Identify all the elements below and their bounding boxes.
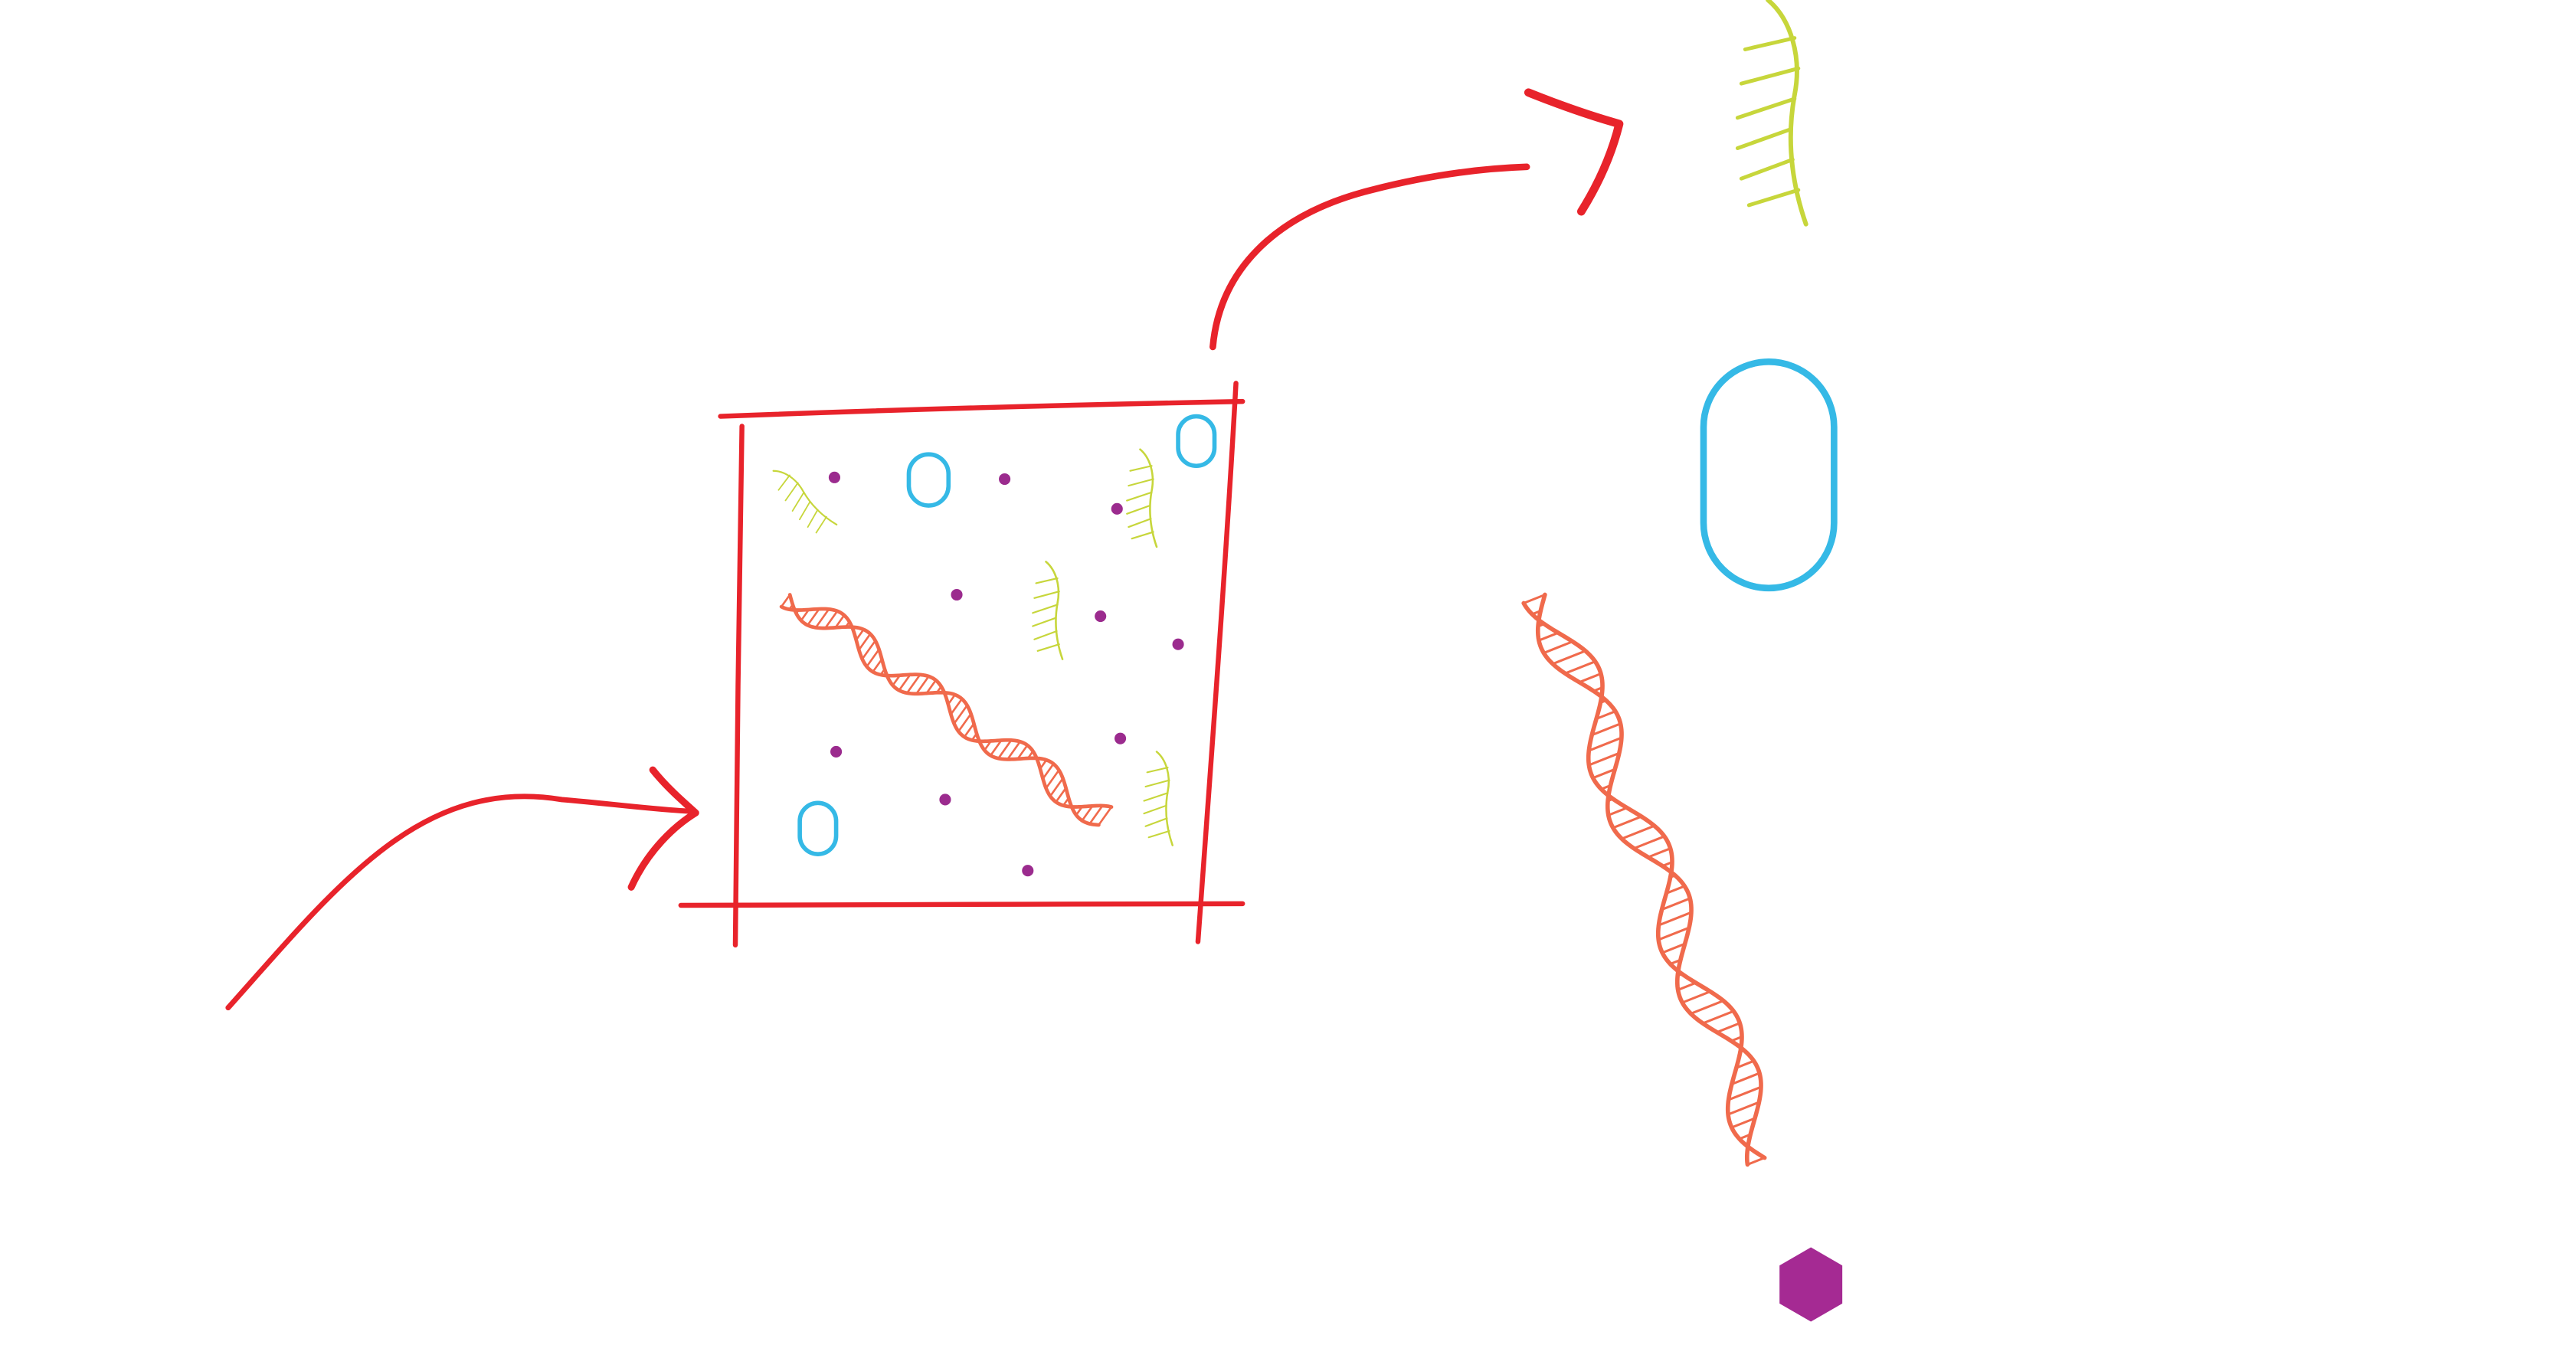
strand-component xyxy=(1737,0,1805,224)
helix-backbone xyxy=(1521,600,1767,1160)
output-arrow xyxy=(1209,88,1624,351)
box-contents xyxy=(764,414,1217,877)
strand-icon xyxy=(1143,751,1173,846)
helix-icon xyxy=(779,593,1114,827)
strand-icon xyxy=(1031,561,1064,660)
capsule-icon xyxy=(1176,414,1217,469)
helix-rungs xyxy=(781,594,1113,826)
strand-icon xyxy=(764,460,838,542)
helix-backbone xyxy=(787,593,1101,827)
hexagon-icon xyxy=(1779,1247,1843,1322)
helix-component xyxy=(1521,592,1767,1167)
capsule-icon xyxy=(797,800,839,856)
capsule-icon xyxy=(906,452,951,508)
helix-backbone xyxy=(1535,592,1763,1167)
input-arrow xyxy=(225,766,699,1011)
helix-rungs xyxy=(1523,594,1766,1166)
dots xyxy=(828,471,1184,877)
capsule-component xyxy=(1700,358,1838,592)
strand-icon xyxy=(1125,448,1158,548)
sample-box xyxy=(678,381,1245,948)
